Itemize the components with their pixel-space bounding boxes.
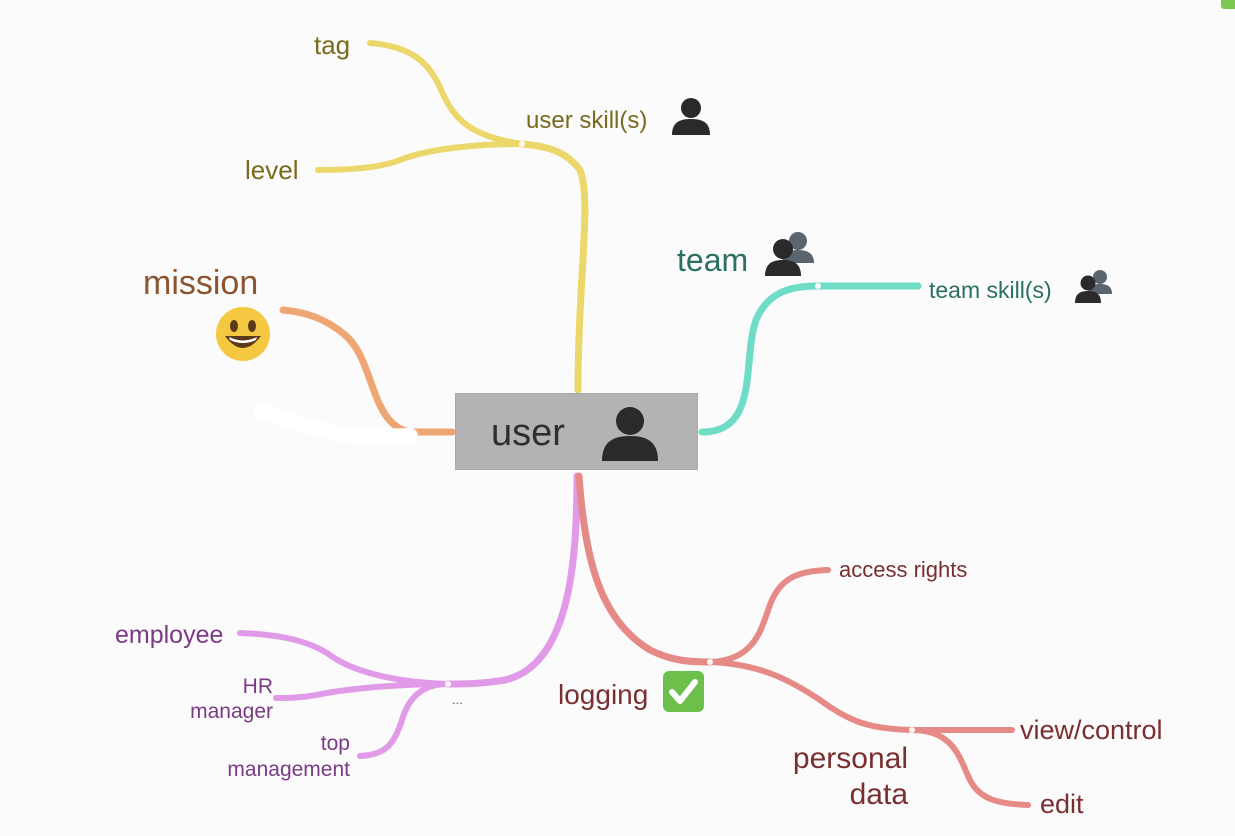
node-logging[interactable]: logging (558, 679, 649, 710)
node-top-management[interactable]: top management (227, 732, 350, 782)
branch-access-rights (707, 567, 831, 665)
branch-user-skill (518, 140, 589, 394)
node-team[interactable]: team (677, 242, 749, 278)
node-access-rights[interactable]: access rights (839, 557, 968, 582)
node-ellipsis[interactable]: ... (452, 692, 463, 707)
branch-team (698, 282, 922, 436)
node-personal-data[interactable]: personal data (792, 742, 908, 811)
branch-employee (237, 630, 451, 687)
check-box-icon (663, 671, 704, 712)
branch-mission (279, 306, 456, 436)
person-icon (602, 407, 658, 461)
node-edit[interactable]: edit (1040, 789, 1084, 819)
central-node-label: user (491, 412, 565, 454)
node-tag[interactable]: tag (314, 30, 351, 60)
corner-badge (1221, 0, 1235, 9)
node-user-skills[interactable]: user skill(s) (526, 107, 648, 134)
people-icon (765, 232, 814, 276)
branch-roles (444, 472, 581, 688)
branch-personal-data (707, 659, 915, 733)
branch-top-management (357, 681, 451, 759)
connector-markers (445, 141, 915, 733)
central-node[interactable]: user (455, 393, 698, 470)
node-level[interactable]: level (245, 155, 299, 185)
white-stroke-decor (254, 404, 418, 445)
branch-edit (909, 727, 1031, 808)
node-view-control[interactable]: view/control (1020, 715, 1163, 745)
node-employee[interactable]: employee (115, 621, 224, 649)
branch-tag (367, 40, 525, 147)
node-team-skills[interactable]: team skill(s) (929, 277, 1052, 303)
branch-logging (575, 472, 714, 666)
smiley-icon (216, 307, 270, 361)
people-icon (1075, 270, 1112, 303)
node-mission[interactable]: mission (143, 264, 259, 302)
node-hr-manager[interactable]: HR manager (190, 675, 273, 723)
person-icon (672, 98, 710, 135)
branch-level (315, 141, 525, 173)
branch-hr-manager (273, 681, 451, 701)
